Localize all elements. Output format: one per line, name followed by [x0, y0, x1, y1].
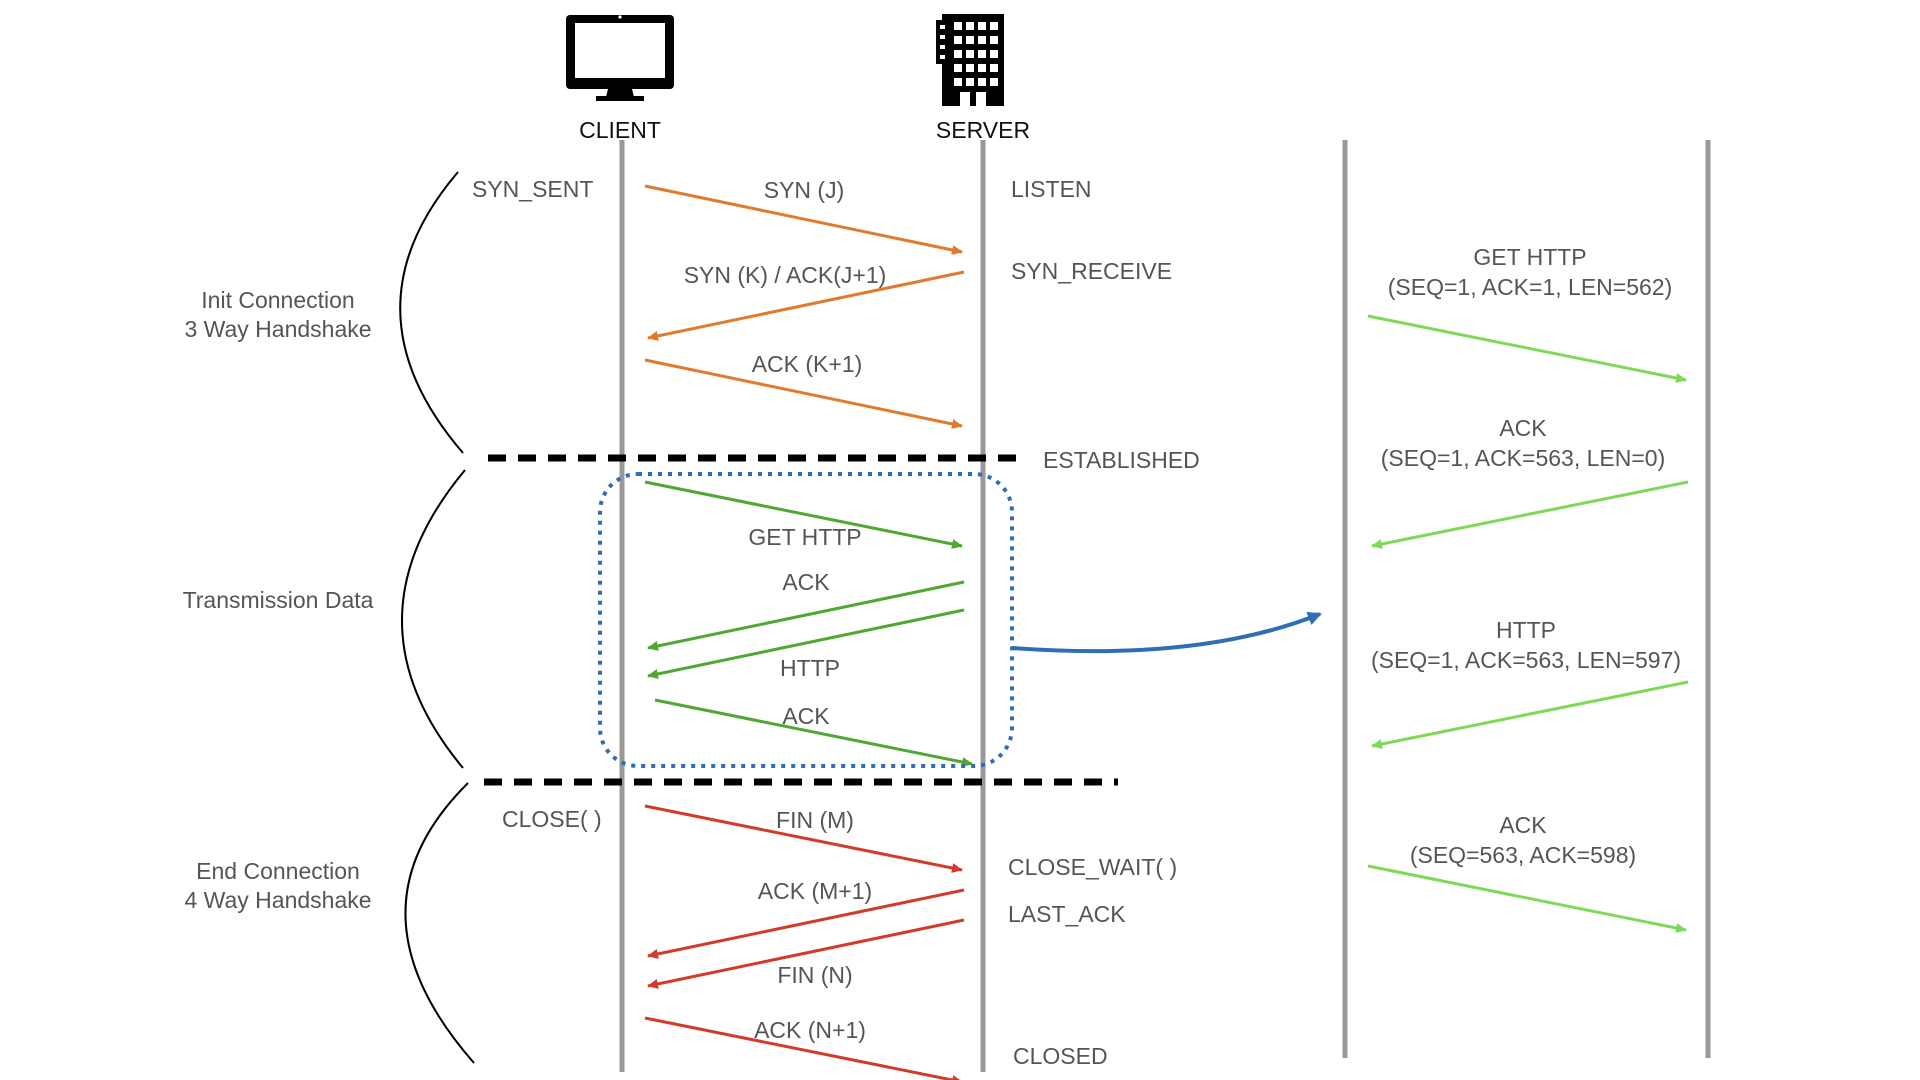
server-state-listen: LISTEN [1011, 176, 1092, 202]
server-state-established: ESTABLISHED [1043, 447, 1200, 473]
detail-arrows [1367, 314, 1689, 933]
msg-fin-n-label: FIN (N) [777, 962, 852, 988]
detail-get-http-params: (SEQ=1, ACK=1, LEN=562) [1388, 274, 1672, 300]
detail-http-arrow [1371, 680, 1689, 749]
detail-get-http-title: GET HTTP [1473, 244, 1586, 270]
server-state-last-ack: LAST_ACK [1008, 901, 1126, 927]
phase-end-line1: End Connection [196, 858, 360, 884]
server-state-syn-receive: SYN_RECEIVE [1011, 258, 1172, 284]
handshake-arrows [644, 184, 965, 429]
phase-init-line2: 3 Way Handshake [184, 316, 371, 342]
lifelines [619, 140, 1711, 1072]
phase-init-line1: Init Connection [201, 287, 354, 313]
teardown-arrows [644, 804, 965, 1080]
ack-response-arrow [654, 698, 973, 767]
phase-brackets [399, 171, 475, 1064]
phase-end-line2: 4 Way Handshake [184, 887, 371, 913]
fin-n-arrow [647, 918, 965, 989]
client-state-syn-sent: SYN_SENT [472, 176, 593, 202]
detail-get-http-arrow [1367, 314, 1687, 383]
ack-n-arrow [644, 1016, 963, 1080]
detail-ack-final-title: ACK [1499, 812, 1547, 838]
detail-ack-final-params: (SEQ=563, ACK=598) [1410, 842, 1636, 868]
client-state-close: CLOSE( ) [502, 806, 602, 832]
end-bracket [404, 782, 475, 1064]
detail-http-params: (SEQ=1, ACK=563, LEN=597) [1371, 647, 1681, 673]
ack-m-arrow [647, 888, 965, 959]
msg-http-label: HTTP [780, 655, 840, 681]
transmission-bracket [401, 469, 466, 769]
http-response-arrow [647, 608, 965, 679]
msg-ack-response-label: ACK [782, 703, 830, 729]
detail-ack-final-arrow [1367, 864, 1687, 933]
transmission-highlight-box [598, 472, 1014, 768]
init-bracket [399, 171, 464, 454]
office-building-icon [936, 14, 1004, 106]
detail-ack-title: ACK [1499, 415, 1547, 441]
transmission-arrows [644, 480, 973, 767]
monitor-icon [566, 15, 674, 101]
msg-ack-data-label: ACK [782, 569, 830, 595]
syn-ack-arrow [647, 270, 965, 341]
detail-ack-arrow [1371, 480, 1689, 549]
msg-syn-ack-label: SYN (K) / ACK(J+1) [684, 262, 887, 288]
msg-ack-m-label: ACK (M+1) [758, 878, 872, 904]
detail-ack-params: (SEQ=1, ACK=563, LEN=0) [1381, 445, 1665, 471]
get-http-arrow [644, 480, 963, 549]
ack-arrow [644, 358, 963, 429]
ack-data-arrow [647, 580, 965, 651]
server-state-closed: CLOSED [1013, 1043, 1108, 1069]
msg-ack-label: ACK (K+1) [752, 351, 863, 377]
msg-ack-n-label: ACK (N+1) [754, 1017, 866, 1043]
msg-syn-label: SYN (J) [764, 177, 845, 203]
msg-fin-m-label: FIN (M) [776, 807, 854, 833]
detail-http-title: HTTP [1496, 617, 1556, 643]
zoom-detail-arrow [1011, 611, 1322, 654]
server-state-close-wait: CLOSE_WAIT( ) [1008, 854, 1177, 880]
msg-get-http-label: GET HTTP [748, 524, 861, 550]
syn-arrow [644, 184, 963, 255]
server-label: SERVER [936, 117, 1030, 143]
client-label: CLIENT [579, 117, 661, 143]
phase-transmission-label: Transmission Data [183, 587, 374, 613]
fin-m-arrow [644, 804, 963, 873]
